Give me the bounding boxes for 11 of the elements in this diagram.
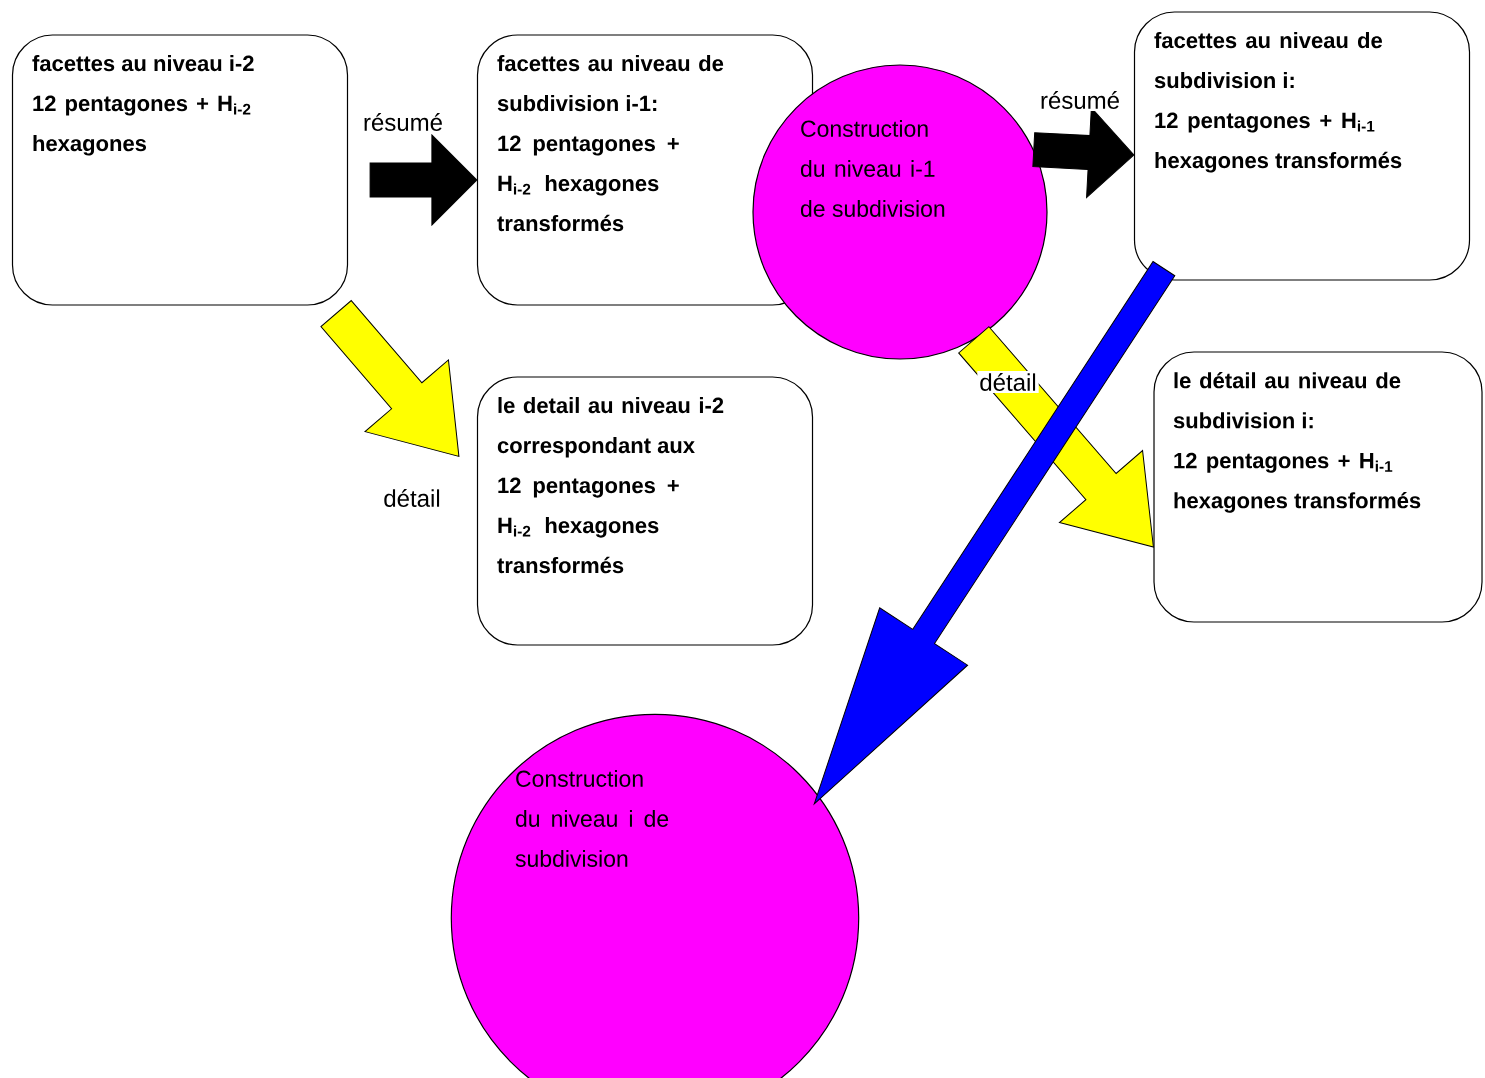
block-arrow bbox=[813, 261, 1176, 805]
edge-label: résumé bbox=[1038, 89, 1122, 111]
edge-label: résumé bbox=[361, 111, 445, 133]
text-box: facettes au niveau de subdivision i: 12 pentagones + H$_{i-1}$ hexagones transformés bbox=[1133, 11, 1471, 281]
edge-label: détail bbox=[381, 487, 443, 509]
block-arrow bbox=[369, 134, 478, 226]
text-box: le detail au niveau i-2 correspondant aux 12 pentagones + H$_{i-2}$ hexagones transformés bbox=[476, 376, 814, 646]
block-arrow bbox=[320, 300, 460, 457]
text-box: facettes au niveau i-2 12 pentagones + H$_{i-2}$ hexagones bbox=[11, 34, 349, 306]
text-box: le détail au niveau de subdivision i: 12 pentagones + H$_{i-1}$ hexagones transformés bbox=[1153, 351, 1483, 623]
edge-label: détail bbox=[977, 371, 1039, 393]
